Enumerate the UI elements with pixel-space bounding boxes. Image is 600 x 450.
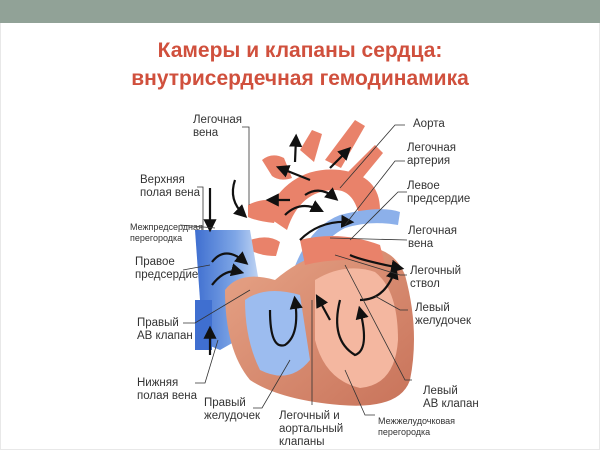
label-superior-vena-cava: Верхняя полая вена: [140, 174, 201, 199]
slide-title: Камеры и клапаны сердца: внутрисердечная…: [0, 37, 600, 93]
blood-flow-arrows: [203, 133, 405, 357]
label-left-atrium: Левое предсердие: [407, 180, 471, 205]
title-line-2: внутрисердечная гемодинамика: [131, 67, 469, 90]
label-left-ventricle: Левый желудочек: [415, 302, 472, 327]
left-atrium: [300, 236, 385, 265]
pulmonary-trunk: [285, 209, 400, 310]
great-vessels: [265, 120, 383, 230]
label-pulmonary-artery: Легочная артерия: [407, 142, 456, 167]
label-pointer-lines: [179, 124, 412, 416]
label-inferior-vena-cava: Нижняя полая вена: [137, 377, 198, 402]
label-interventricular-septum: Межжелудочковая перегородка: [378, 416, 456, 437]
label-pulmonary-trunk: Легочный ствол: [410, 265, 462, 290]
label-left-av-valve: Левый АВ клапан: [423, 385, 479, 410]
label-interatrial-septum: Межпредсердная перегородка: [130, 222, 203, 243]
label-right-ventricle: Правый желудочек: [204, 397, 261, 422]
label-right-atrium: Правое предсердие: [135, 256, 199, 281]
title-line-1: Камеры и клапаны сердца:: [157, 39, 443, 62]
label-pulmonary-vein-right: Легочная вена: [408, 225, 457, 250]
label-pulmonary-vein-top: Легочная вена: [193, 114, 242, 139]
slide-top-bar: [0, 0, 600, 23]
label-right-av-valve: Правый АВ клапан: [137, 317, 193, 342]
label-pulmonary-aortic-valves: Легочный и аортальный клапаны: [279, 410, 344, 448]
right-ventricle-cavity: [245, 291, 310, 376]
left-ventricle-cavity: [315, 268, 398, 388]
label-aorta: Аорта: [413, 118, 445, 130]
